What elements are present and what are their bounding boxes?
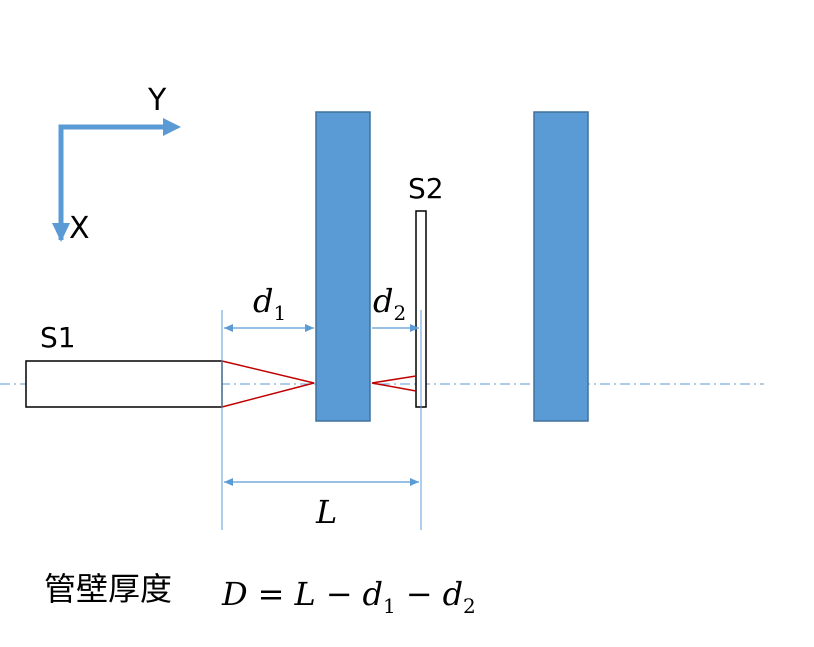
- y-axis-label: Y: [147, 83, 167, 118]
- dimension-d2-label: d2: [373, 282, 406, 325]
- sensor-s2-label: S2: [408, 172, 444, 205]
- beam-s2: [371, 375, 417, 392]
- formula-expression: D = L − d1 − d2: [221, 575, 476, 618]
- axis-arrow-shaft: [58, 124, 163, 240]
- x-axis-label: X: [69, 211, 90, 246]
- formula-caption: 管壁厚度: [44, 570, 172, 608]
- dimension-d1-label: d1: [253, 282, 286, 325]
- dimension-L-label: L: [315, 493, 337, 531]
- coordinate-axes: Y X: [52, 83, 181, 246]
- pipe-wall-left: [315, 111, 371, 422]
- sensor-s1: [25, 360, 223, 408]
- sensor-s1-label: S1: [40, 321, 76, 354]
- beam-s1: [221, 360, 315, 408]
- pipe-wall-right: [533, 111, 589, 422]
- x-axis-arrowhead: [52, 223, 70, 242]
- y-axis-arrowhead: [163, 118, 181, 136]
